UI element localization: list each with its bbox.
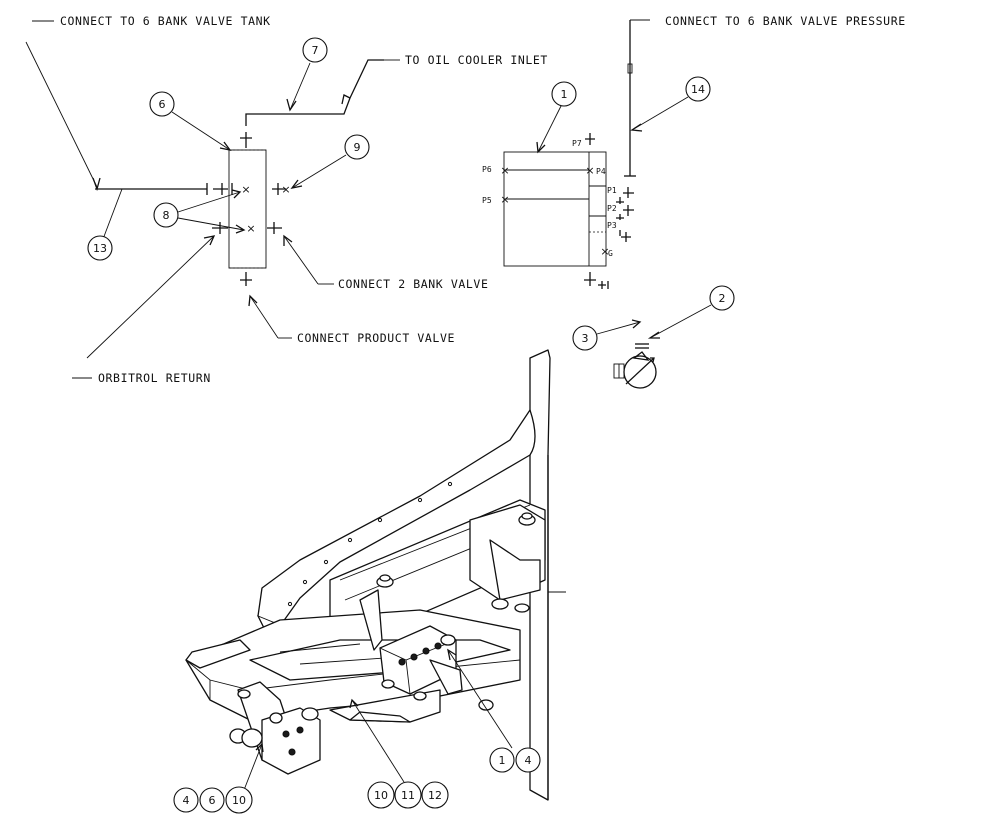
svg-text:×: × <box>241 183 250 196</box>
svg-text:×: × <box>500 164 509 177</box>
svg-text:14: 14 <box>691 83 705 96</box>
callout-3 <box>572 325 598 351</box>
callout-group-10-11-12: 10 11 12 <box>367 781 449 809</box>
manifold-block-left <box>261 707 321 775</box>
port-right-top <box>272 183 286 195</box>
orbitrol-label: ORBITROL RETURN <box>98 371 211 385</box>
callout-2 <box>709 285 735 311</box>
svg-text:P6: P6 <box>482 165 492 174</box>
callout-7-leader <box>289 62 311 111</box>
callout-9 <box>344 134 370 160</box>
svg-text:×: × <box>281 183 290 196</box>
callout-1 <box>551 81 577 107</box>
svg-text:P3: P3 <box>607 221 617 230</box>
six-bank-valve <box>503 151 607 267</box>
port-tank <box>213 183 233 195</box>
svg-text:×: × <box>500 193 509 206</box>
svg-text:×: × <box>585 164 594 177</box>
svg-text:2: 2 <box>719 292 726 305</box>
port-right-bottom <box>267 222 282 234</box>
svg-text:11: 11 <box>401 789 415 802</box>
callout-6 <box>149 91 175 117</box>
cooler-label: TO OIL COOLER INLET <box>405 53 548 67</box>
valve-schematic: P7 P6 × × P4 P5 × P1 P2 P3 × G CONNECT T… <box>482 14 906 389</box>
svg-text:P4: P4 <box>596 167 606 176</box>
svg-text:P7: P7 <box>572 139 582 148</box>
callout-14 <box>685 76 711 102</box>
port-top <box>240 132 252 148</box>
svg-text:6: 6 <box>159 98 166 111</box>
svg-text:P2: P2 <box>607 204 617 213</box>
upper-rail <box>257 409 536 641</box>
manifold-block <box>228 149 267 269</box>
frame-assembly-view <box>185 349 566 801</box>
valve-bracket <box>359 589 383 651</box>
cooler-hose <box>245 59 384 126</box>
callout-13 <box>87 235 113 261</box>
product-label: CONNECT PRODUCT VALVE <box>297 331 455 345</box>
svg-text:10: 10 <box>374 789 388 802</box>
svg-text:1: 1 <box>499 754 506 767</box>
svg-text:9: 9 <box>354 141 361 154</box>
tank-arrow <box>92 177 101 192</box>
svg-text:P5: P5 <box>482 196 492 205</box>
port-bottom <box>240 272 252 286</box>
callout-7 <box>302 37 328 63</box>
svg-text:12: 12 <box>428 789 442 802</box>
tank-label: CONNECT TO 6 BANK VALVE TANK <box>60 14 271 28</box>
svg-text:8: 8 <box>163 209 170 222</box>
svg-text:×: × <box>246 222 255 235</box>
svg-text:3: 3 <box>582 332 589 345</box>
svg-text:1: 1 <box>561 88 568 101</box>
svg-text:4: 4 <box>525 754 532 767</box>
manifold-schematic: CONNECT TO 6 BANK VALVE TANK 13 × × × TO… <box>25 14 548 385</box>
tank-leader <box>25 41 98 188</box>
svg-text:10: 10 <box>232 794 246 807</box>
pressure-label: CONNECT TO 6 BANK VALVE PRESSURE <box>665 14 906 28</box>
svg-text:4: 4 <box>183 794 190 807</box>
svg-text:P1: P1 <box>607 186 617 195</box>
svg-text:×: × <box>600 245 609 258</box>
callout-group-4-6-10: 4 6 10 <box>173 786 253 814</box>
bank2-label: CONNECT 2 BANK VALVE <box>338 277 488 291</box>
svg-text:G: G <box>608 249 613 258</box>
svg-text:6: 6 <box>209 794 216 807</box>
callout-8 <box>153 202 179 228</box>
svg-text:13: 13 <box>93 242 107 255</box>
port-left-bottom <box>212 222 228 234</box>
svg-text:7: 7 <box>312 44 319 57</box>
callout-group-1-4: 1 4 <box>489 747 541 773</box>
